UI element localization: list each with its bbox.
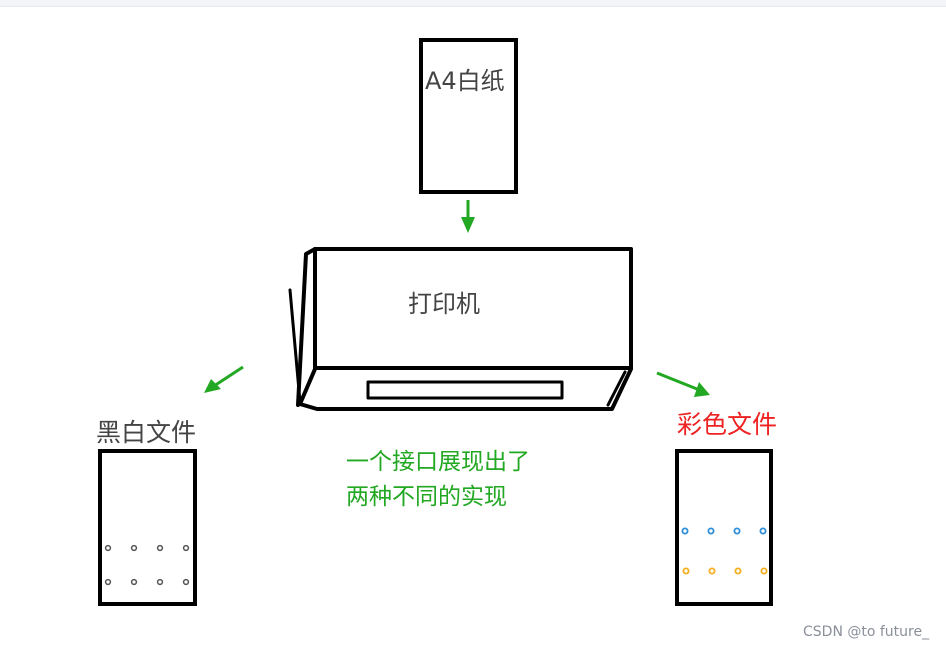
paper-label: A4白纸	[425, 67, 505, 95]
top-toolbar-strip	[0, 0, 946, 7]
printer-label: 打印机	[408, 290, 480, 318]
printer-paper-slot	[366, 380, 564, 400]
arrow-down-icon	[461, 200, 475, 233]
bw-doc-dots	[104, 544, 190, 586]
printer-body	[288, 247, 633, 411]
arrow-down-left-icon	[204, 365, 244, 393]
printer-side-panel	[296, 247, 317, 407]
printer-side-edge	[288, 288, 302, 404]
note-line-2: 两种不同的实现	[346, 484, 507, 510]
color-doc-dots-blue	[681, 527, 767, 535]
printer-base-edge	[606, 370, 627, 407]
color-doc-sheet	[675, 449, 773, 606]
bw-doc-sheet	[98, 449, 197, 606]
arrow-down-right-icon	[656, 371, 710, 397]
paper-sheet	[419, 38, 518, 194]
watermark: CSDN @to future_	[803, 624, 930, 640]
color-doc-dots-orange	[682, 567, 768, 575]
printer-top-box	[313, 247, 633, 370]
color-doc-label: 彩色文件	[677, 410, 778, 439]
note-line-1: 一个接口展现出了	[346, 449, 530, 475]
printer-base	[298, 367, 633, 411]
bw-doc-label: 黑白文件	[96, 418, 197, 447]
